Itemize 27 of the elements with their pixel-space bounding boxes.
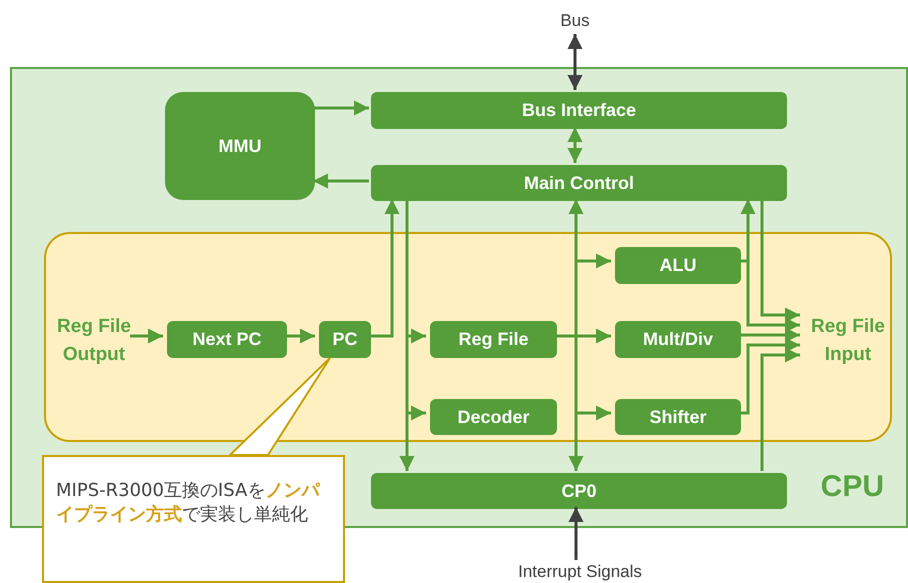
process-box: Reg File — [430, 321, 557, 358]
process-box: CP0 — [371, 473, 787, 509]
arrow — [568, 507, 584, 560]
process-box: Mult/Div — [615, 321, 741, 358]
arrow — [568, 34, 582, 90]
process-box: Main Control — [371, 165, 787, 201]
arrow — [313, 174, 369, 188]
arrow — [568, 127, 582, 163]
process-box: Bus Interface — [371, 92, 787, 129]
process-box: ALU — [615, 247, 741, 284]
arrow — [313, 100, 369, 116]
callout-pointer — [228, 357, 331, 456]
cpu-panel — [10, 67, 908, 528]
process-box: Shifter — [615, 399, 741, 435]
process-box: PC — [319, 321, 371, 358]
unit-block: MMU — [165, 92, 315, 200]
port-label: Reg File Output — [50, 312, 138, 370]
signal-label: Bus — [545, 8, 605, 34]
arrow — [130, 328, 163, 344]
arrow — [760, 348, 800, 471]
arrow — [760, 199, 800, 322]
signal-label: Interrupt Signals — [480, 560, 680, 583]
port-label: Reg File Input — [804, 312, 892, 370]
pipeline-region — [44, 232, 892, 442]
panel-title: CPU — [820, 470, 884, 504]
process-box: Next PC — [167, 321, 287, 358]
process-box: Decoder — [430, 399, 557, 435]
